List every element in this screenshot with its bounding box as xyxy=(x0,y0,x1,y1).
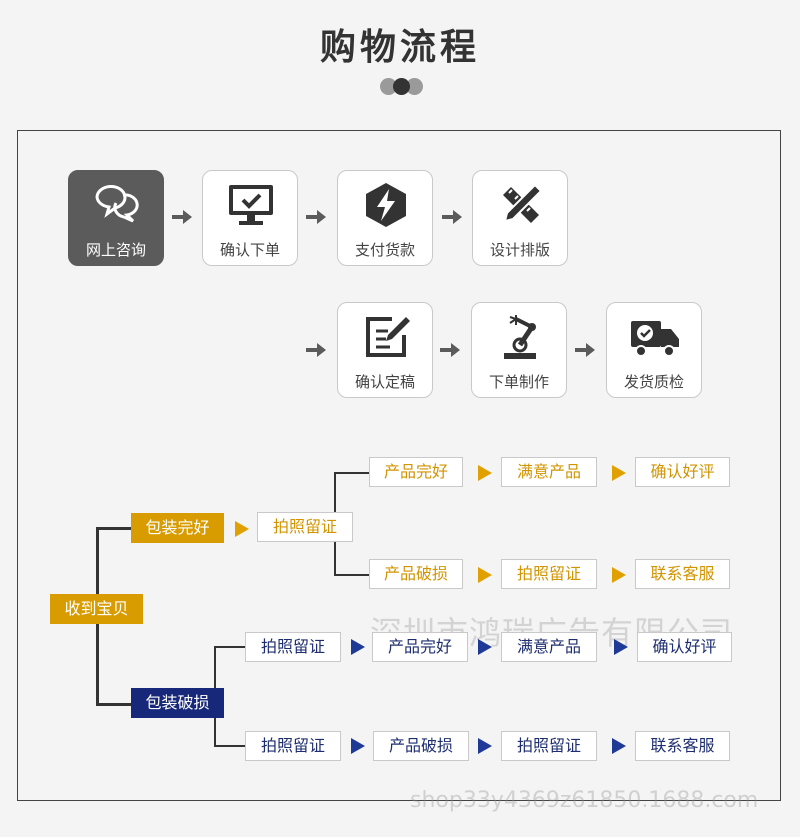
arrow-right-icon xyxy=(440,343,460,357)
arrow-right-icon xyxy=(478,567,492,583)
arrow-right-icon xyxy=(235,521,249,537)
monitor-check-icon xyxy=(229,185,273,225)
arrow-right-icon xyxy=(614,639,628,655)
arrow-right-icon xyxy=(612,465,626,481)
damaged-row-bad-1: 拍照留证 xyxy=(245,731,341,761)
arrow-right-icon xyxy=(612,567,626,583)
damaged-row-ok-4: 确认好评 xyxy=(637,632,732,662)
damaged-row-ok-3: 满意产品 xyxy=(501,632,597,662)
arrow-right-icon xyxy=(478,639,492,655)
step-design: 设计排版 xyxy=(472,170,568,266)
shop-url-watermark: shop33y4369z61850.1688.com xyxy=(410,788,759,813)
arrow-right-icon xyxy=(306,210,326,224)
step-label: 支付货款 xyxy=(354,241,415,259)
tree-line xyxy=(96,703,132,706)
step-confirm-order: 确认下单 xyxy=(202,170,298,266)
damaged-row-ok-2: 产品完好 xyxy=(372,632,468,662)
intact-photo-node: 拍照留证 xyxy=(257,512,353,542)
arrow-right-icon xyxy=(575,343,595,357)
edit-document-icon xyxy=(366,317,410,357)
arrow-right-icon xyxy=(172,210,192,224)
received-goods-node: 收到宝贝 xyxy=(50,594,143,624)
tree-line xyxy=(214,745,246,747)
step-label: 确认定稿 xyxy=(354,373,415,391)
robot-arm-icon xyxy=(504,315,536,359)
step-label: 网上咨询 xyxy=(85,241,146,259)
step-online-consult: 网上咨询 xyxy=(68,170,164,266)
damaged-row-bad-2: 产品破损 xyxy=(373,731,469,761)
intact-row-bad-1: 产品破损 xyxy=(369,559,463,589)
arrow-right-icon xyxy=(306,343,326,357)
arrow-right-icon xyxy=(478,738,492,754)
intact-row-bad-2: 拍照留证 xyxy=(501,559,597,589)
tree-line xyxy=(214,646,246,648)
step-label: 设计排版 xyxy=(489,241,550,259)
step-label: 发货质检 xyxy=(623,373,684,391)
payment-bolt-icon xyxy=(366,183,406,227)
tree-line xyxy=(96,527,132,530)
damaged-row-ok-1: 拍照留证 xyxy=(245,632,341,662)
arrow-right-icon xyxy=(351,738,365,754)
package-intact-node: 包装完好 xyxy=(131,513,224,543)
step-label: 确认下单 xyxy=(219,241,280,259)
arrow-right-icon xyxy=(478,465,492,481)
intact-row-ok-2: 满意产品 xyxy=(501,457,597,487)
intact-row-bad-3: 联系客服 xyxy=(635,559,730,589)
step-production: 下单制作 xyxy=(471,302,567,398)
step-confirm-final: 确认定稿 xyxy=(337,302,433,398)
page-title: 购物流程 xyxy=(319,27,480,68)
step-shipping: 发货质检 xyxy=(606,302,702,398)
delivery-truck-icon xyxy=(631,321,679,357)
damaged-row-bad-3: 拍照留证 xyxy=(501,731,597,761)
intact-row-ok-3: 确认好评 xyxy=(635,457,730,487)
damaged-row-bad-4: 联系客服 xyxy=(635,731,730,761)
title-decoration xyxy=(380,78,424,96)
arrow-right-icon xyxy=(442,210,462,224)
tree-line xyxy=(334,472,370,474)
arrow-right-icon xyxy=(612,738,626,754)
pencil-ruler-icon xyxy=(503,183,543,223)
step-payment: 支付货款 xyxy=(337,170,433,266)
package-damaged-node: 包装破损 xyxy=(131,688,224,718)
arrow-right-icon xyxy=(351,639,365,655)
intact-row-ok-1: 产品完好 xyxy=(369,457,463,487)
chat-bubbles-icon xyxy=(95,184,139,223)
step-label: 下单制作 xyxy=(488,373,549,391)
tree-line xyxy=(334,574,370,576)
